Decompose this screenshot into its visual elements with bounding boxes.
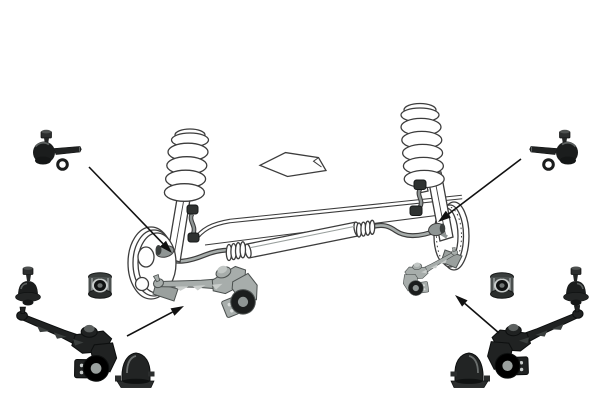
left-brake-drum-hub	[127, 226, 177, 300]
cone-bushing-right	[449, 352, 491, 389]
left-drop-link	[186, 204, 200, 243]
ball-joint-right	[562, 265, 590, 307]
arrow-tie-rod-end-left	[88, 166, 172, 253]
right-rack-boot	[355, 219, 376, 238]
left-coil-spring	[163, 128, 210, 202]
tie-rod-end-left	[31, 128, 83, 171]
bushing-right	[489, 271, 515, 300]
ball-joint-left	[14, 265, 42, 307]
right-coil-spring	[400, 102, 445, 189]
bushing-left	[87, 271, 113, 300]
annotation-arrows	[88, 158, 522, 337]
arrow-control-arm-left	[126, 306, 184, 337]
right-drop-link	[409, 179, 427, 216]
right-control-arm-installed	[399, 247, 463, 298]
right-tie-rod	[372, 222, 437, 239]
cone-bushing-left	[114, 352, 156, 389]
control-arm-right	[485, 305, 586, 379]
right-steering-knuckle-joint	[428, 222, 448, 239]
tie-rod-end-right	[528, 128, 580, 171]
steering-rack	[225, 219, 376, 262]
arrow-tie-rod-end-right	[438, 158, 522, 222]
control-arm-left	[15, 307, 118, 382]
travel-direction-arrow	[258, 151, 328, 178]
arrow-control-arm-right	[455, 295, 500, 334]
left-rack-boot	[225, 241, 247, 262]
